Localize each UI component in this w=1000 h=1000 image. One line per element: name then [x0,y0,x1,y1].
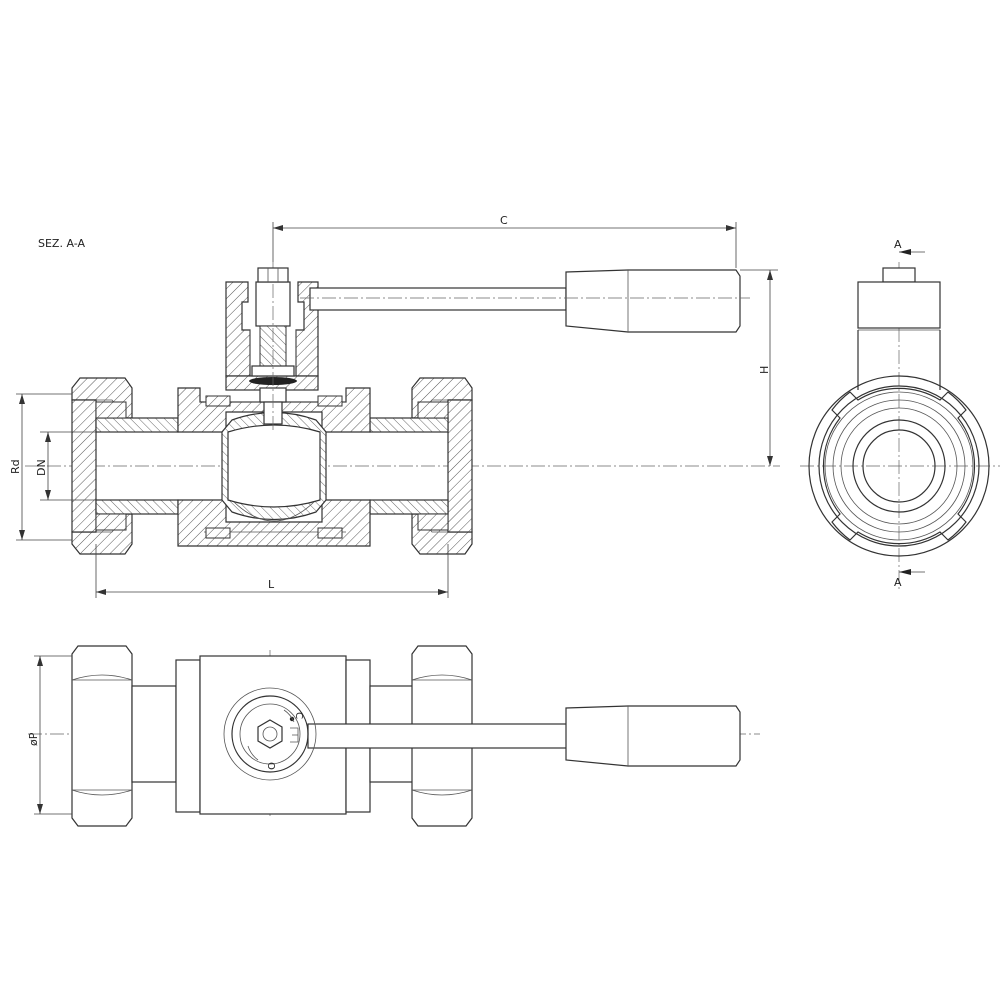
dimension-h: H [740,269,778,466]
position-open-mark: O [265,762,276,770]
side-bore [862,429,936,503]
top-handle-lever [307,705,741,767]
dimension-l: L [95,544,449,598]
section-mark-top-label: A [894,238,902,251]
side-union-nut-outline [822,387,976,545]
top-view: C O øP [27,645,760,827]
section-view: SEZ. A-A [9,214,780,598]
dimension-c-label: C [500,214,508,227]
top-left-pipe [131,685,177,783]
dimension-dn: DN [35,431,96,501]
stem-nut [257,267,289,283]
position-closed-mark: C [293,712,304,719]
section-mark-bottom-label: A [894,576,902,589]
side-stem-nut [882,267,916,283]
side-view: A A [800,238,1000,590]
dimension-dn-label: DN [35,459,48,476]
dimension-c: C [272,214,737,268]
section-mark-bottom: A [894,569,925,589]
dimension-l-label: L [268,578,275,591]
section-mark-top: A [894,238,925,255]
side-bonnet [857,281,941,329]
stem-hex-icon [257,719,283,749]
top-left-nut [71,645,133,827]
dimension-h-label: H [758,366,771,374]
ball-seals [205,395,343,539]
dimension-p: øP [27,655,72,815]
pipe-ends [95,401,449,531]
brand-mark-icon [290,727,299,743]
section-title: SEZ. A-A [38,237,85,250]
valve-stem [249,262,297,430]
dimension-p-label: øP [27,732,40,746]
top-left-flange [175,659,201,813]
handle-lever [300,269,750,333]
side-outer-ring [808,375,990,557]
dimension-rd-label: Rd [9,459,22,474]
valve-ball [221,411,327,522]
dimension-rd: Rd [9,393,72,541]
position-indicator: C O [223,687,317,781]
